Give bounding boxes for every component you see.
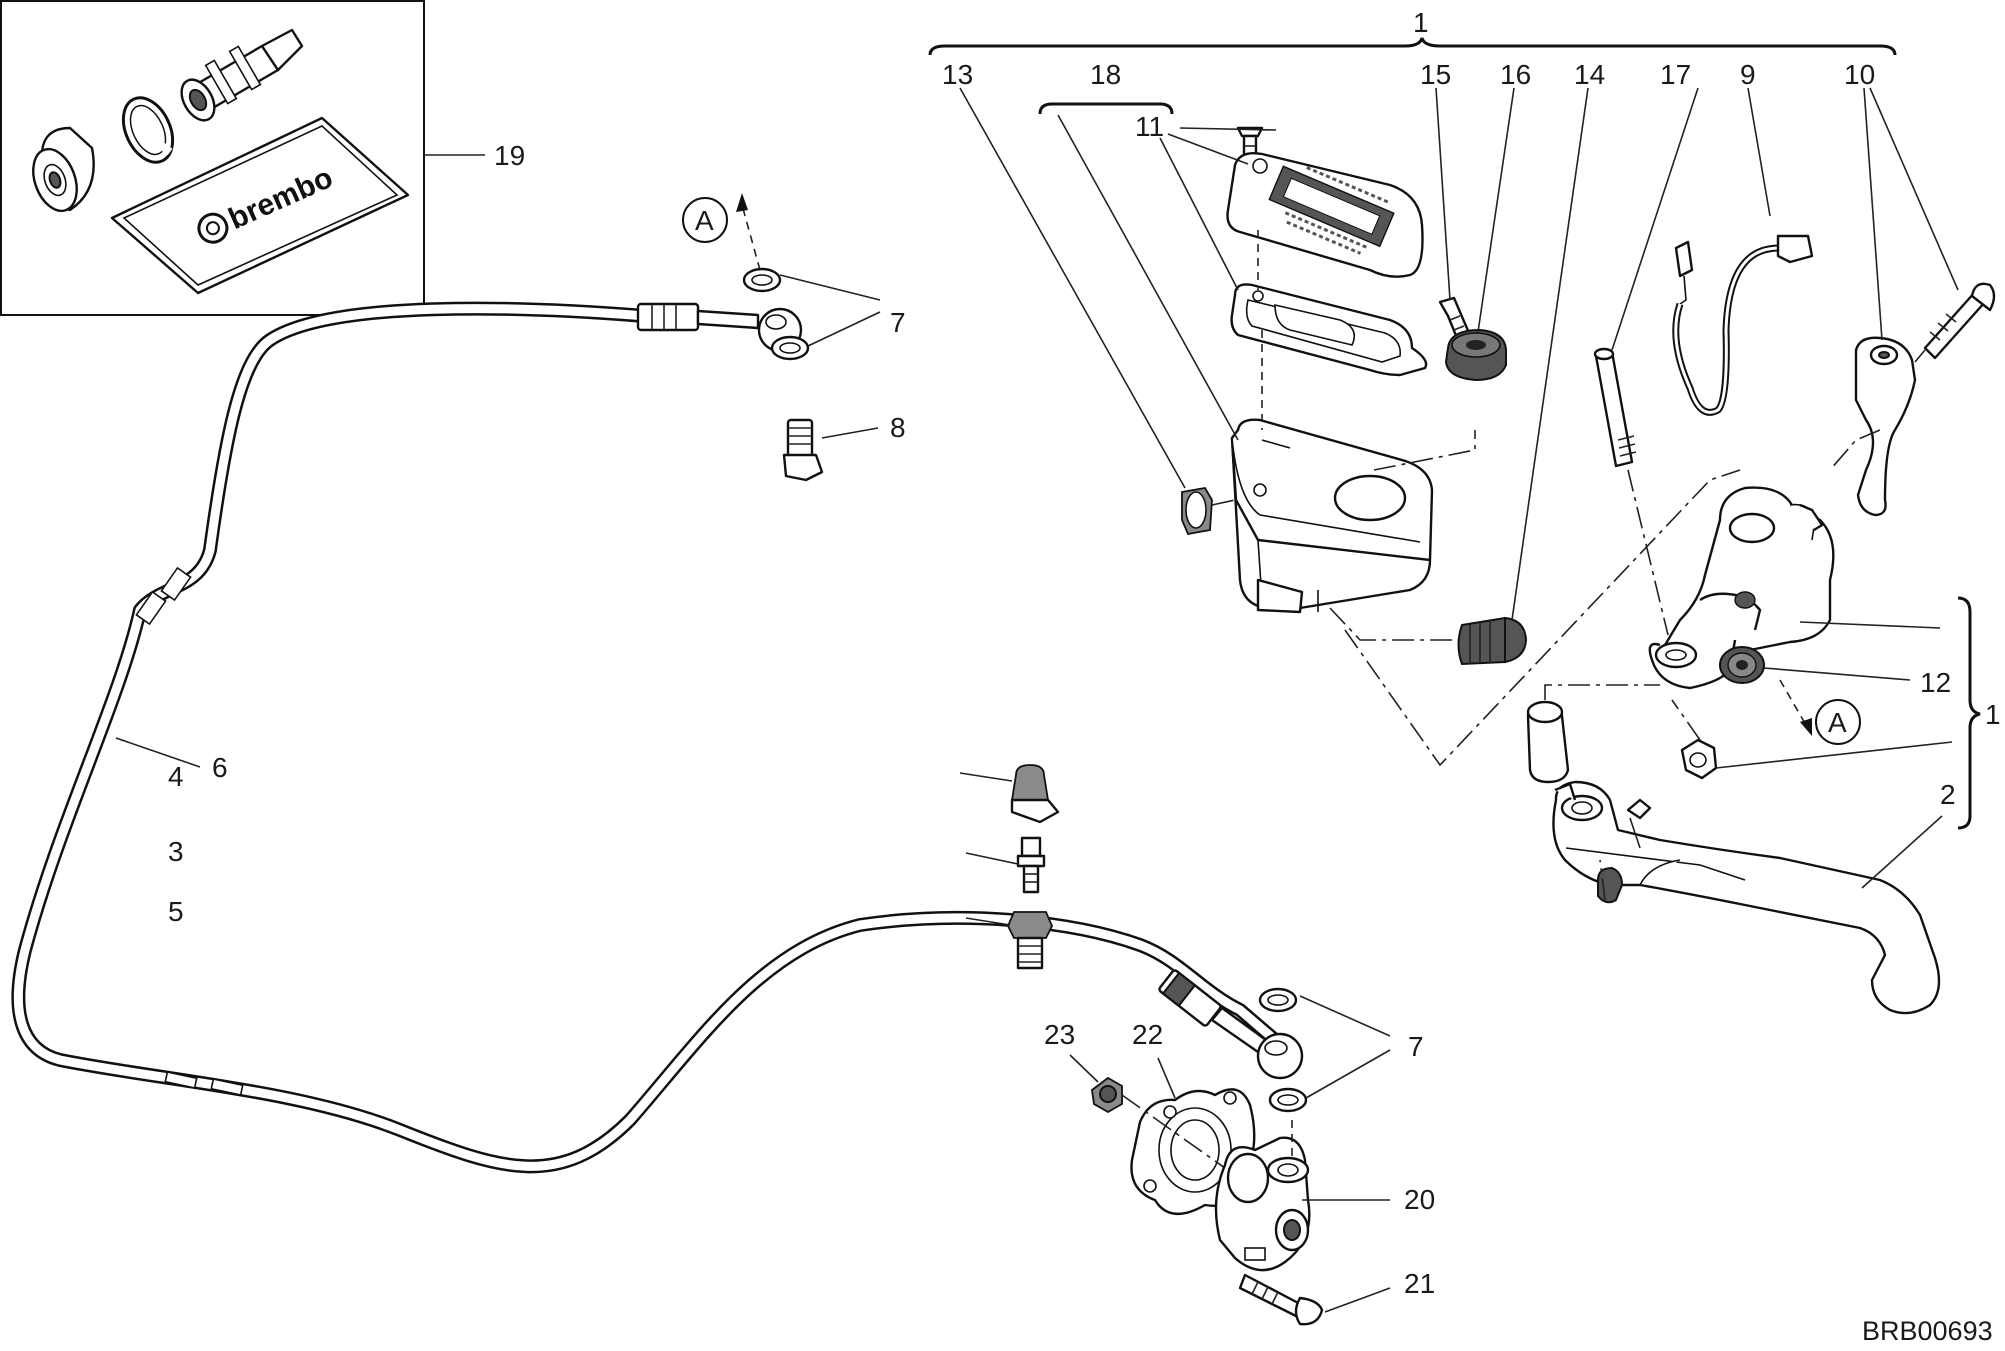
cap-logo-plate: [1268, 165, 1395, 255]
callout-14: 14: [1574, 59, 1605, 90]
seal-cup-part: [32, 126, 95, 213]
view-ref-a-upper: A: [695, 205, 714, 236]
piston-part: [180, 28, 304, 122]
callout-2: 2: [1940, 779, 1956, 810]
drawing-code: BRB00693: [1862, 1316, 1993, 1346]
upper-banjo-group: A: [682, 193, 824, 482]
callout-10: 10: [1844, 59, 1875, 90]
bleed-valve-group: [1007, 764, 1060, 970]
callout-23: 23: [1044, 1019, 1075, 1050]
callout-16: 16: [1500, 59, 1531, 90]
callout-1-top: 1: [1413, 7, 1429, 38]
view-ref-a-lower: A: [1828, 707, 1847, 738]
reservoir-group: [1181, 126, 1528, 666]
brace-assembly-1-side: [1957, 596, 1981, 830]
callout-6: 6: [212, 752, 228, 783]
callout-1-side: 1: [1985, 699, 2001, 730]
repair-kit-box: brembo: [0, 0, 425, 316]
callout-5: 5: [168, 896, 184, 927]
callout-22: 22: [1132, 1019, 1163, 1050]
master-cylinder-lever-group: A: [1344, 234, 1996, 1015]
callout-15: 15: [1420, 59, 1451, 90]
callout-7-lower: 7: [1408, 1031, 1424, 1062]
callout-19: 19: [494, 140, 525, 171]
callout-18: 18: [1090, 59, 1121, 90]
brace-18: [1038, 102, 1174, 115]
callout-11: 11: [1135, 111, 1164, 142]
callout-17: 17: [1660, 59, 1691, 90]
callout-20: 20: [1404, 1184, 1435, 1215]
slave-cylinder-group: [1091, 987, 1324, 1326]
callout-12: 12: [1920, 667, 1951, 698]
callout-3: 3: [168, 836, 184, 867]
callout-7-upper: 7: [890, 307, 906, 338]
clutch-hose: [11, 301, 1282, 1174]
callout-21: 21: [1404, 1268, 1435, 1299]
circlip-part: [121, 96, 175, 164]
callout-4: 4: [168, 761, 184, 792]
brace-assembly-1: [928, 37, 1897, 56]
callout-13: 13: [942, 59, 973, 90]
callout-9: 9: [1740, 59, 1756, 90]
callout-8: 8: [890, 412, 906, 443]
